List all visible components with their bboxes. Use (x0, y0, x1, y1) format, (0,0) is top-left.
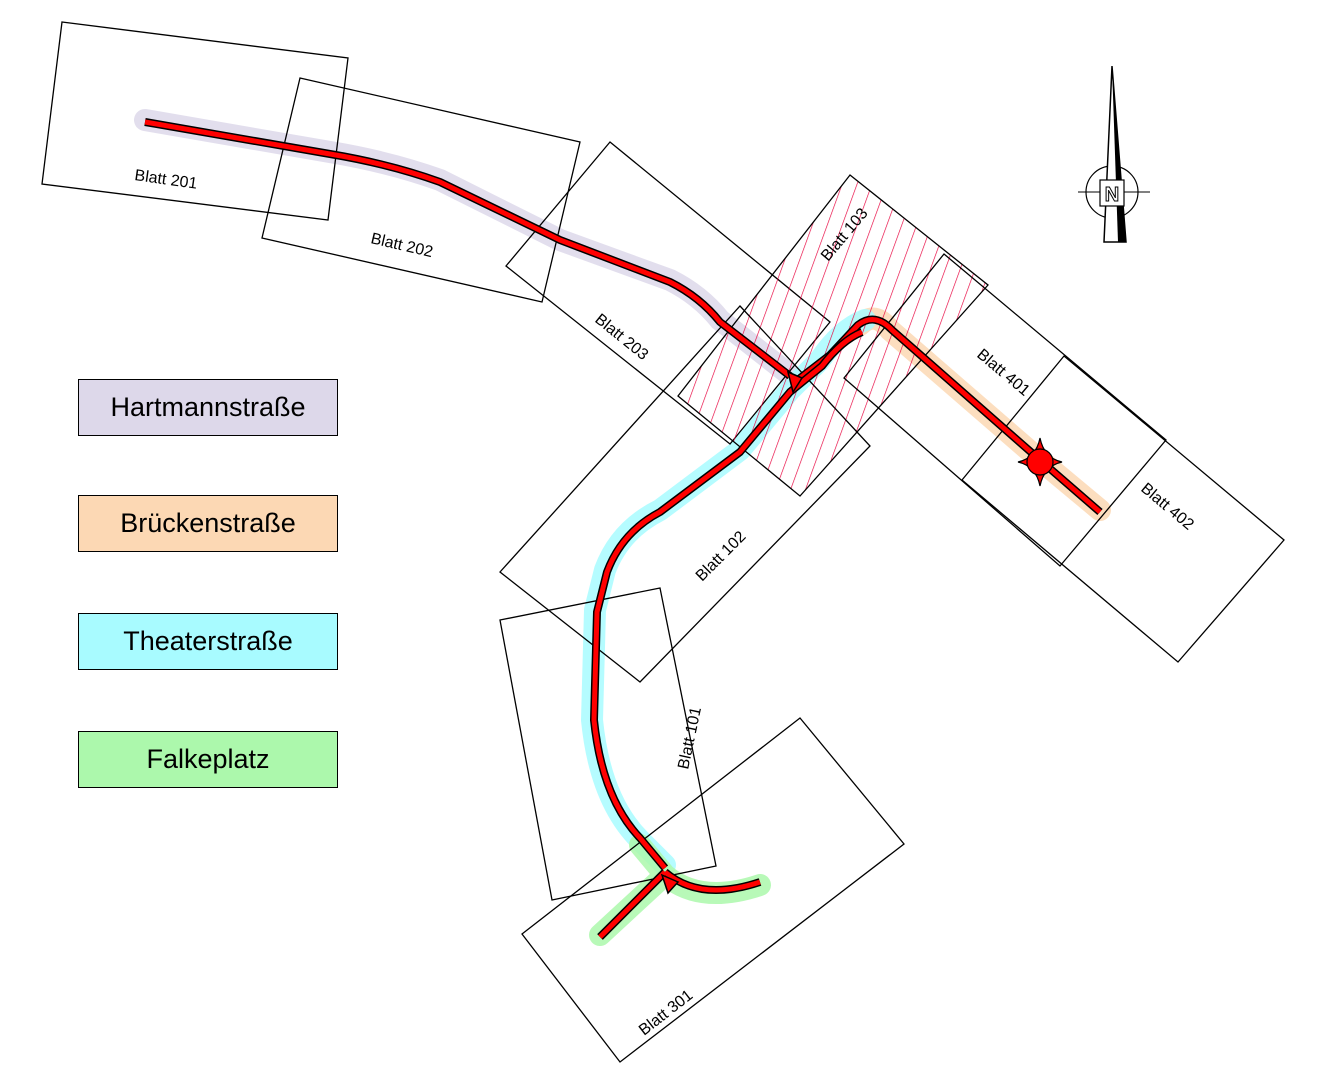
road-brueckenstrasse (793, 317, 1102, 514)
road-falkeplatz (598, 870, 761, 939)
sheet-102-frame (499, 305, 871, 683)
halo-hartmannstrasse (134, 109, 801, 386)
road-hartmannstrasse-outline (144, 118, 793, 380)
road-hartmannstrasse (144, 119, 792, 378)
turning-circle-core (1026, 448, 1054, 476)
sheet-203-frame (505, 141, 831, 445)
sheet-frames (41, 21, 1285, 1063)
sheet-101-frame (499, 587, 717, 901)
sheet-203-label: Blatt 203 (591, 311, 651, 364)
legend-falkeplatz: Falkeplatz (78, 731, 338, 788)
roads (144, 118, 1103, 940)
sheet-101-label: Blatt 101 (675, 705, 705, 770)
sheet-402-label: Blatt 402 (1137, 480, 1196, 534)
road-theaterstrasse (591, 329, 863, 870)
junction-north (786, 370, 804, 394)
sheet-401-label: Blatt 401 (973, 346, 1032, 400)
sheet-103-frame (677, 174, 989, 497)
junction-south (660, 873, 680, 895)
sheet-301-frame (521, 717, 905, 1063)
legend-brueckenstrasse: Brückenstraße (78, 495, 338, 552)
legend-hartmannstrasse: Hartmannstraße (78, 379, 338, 436)
sheet-102-label: Blatt 102 (693, 528, 750, 585)
sheet-201-label: Blatt 201 (133, 167, 198, 193)
north-arrow-letter-box (1099, 179, 1125, 207)
north-arrow: N (1078, 65, 1150, 243)
sheet-401-frame (843, 253, 1167, 567)
sheet-202-label: Blatt 202 (369, 230, 434, 261)
sheet-labels: Blatt 201 Blatt 202 Blatt 203 Blatt 103 … (133, 167, 1196, 1039)
sheet-301-label: Blatt 301 (636, 987, 696, 1039)
sheet-201-frame (41, 21, 349, 221)
legend-theaterstrasse: Theaterstraße (78, 613, 338, 670)
north-arrow-letter: N (1105, 184, 1119, 206)
sheet-402-frame (961, 355, 1285, 663)
sheet-202-frame (261, 77, 581, 303)
